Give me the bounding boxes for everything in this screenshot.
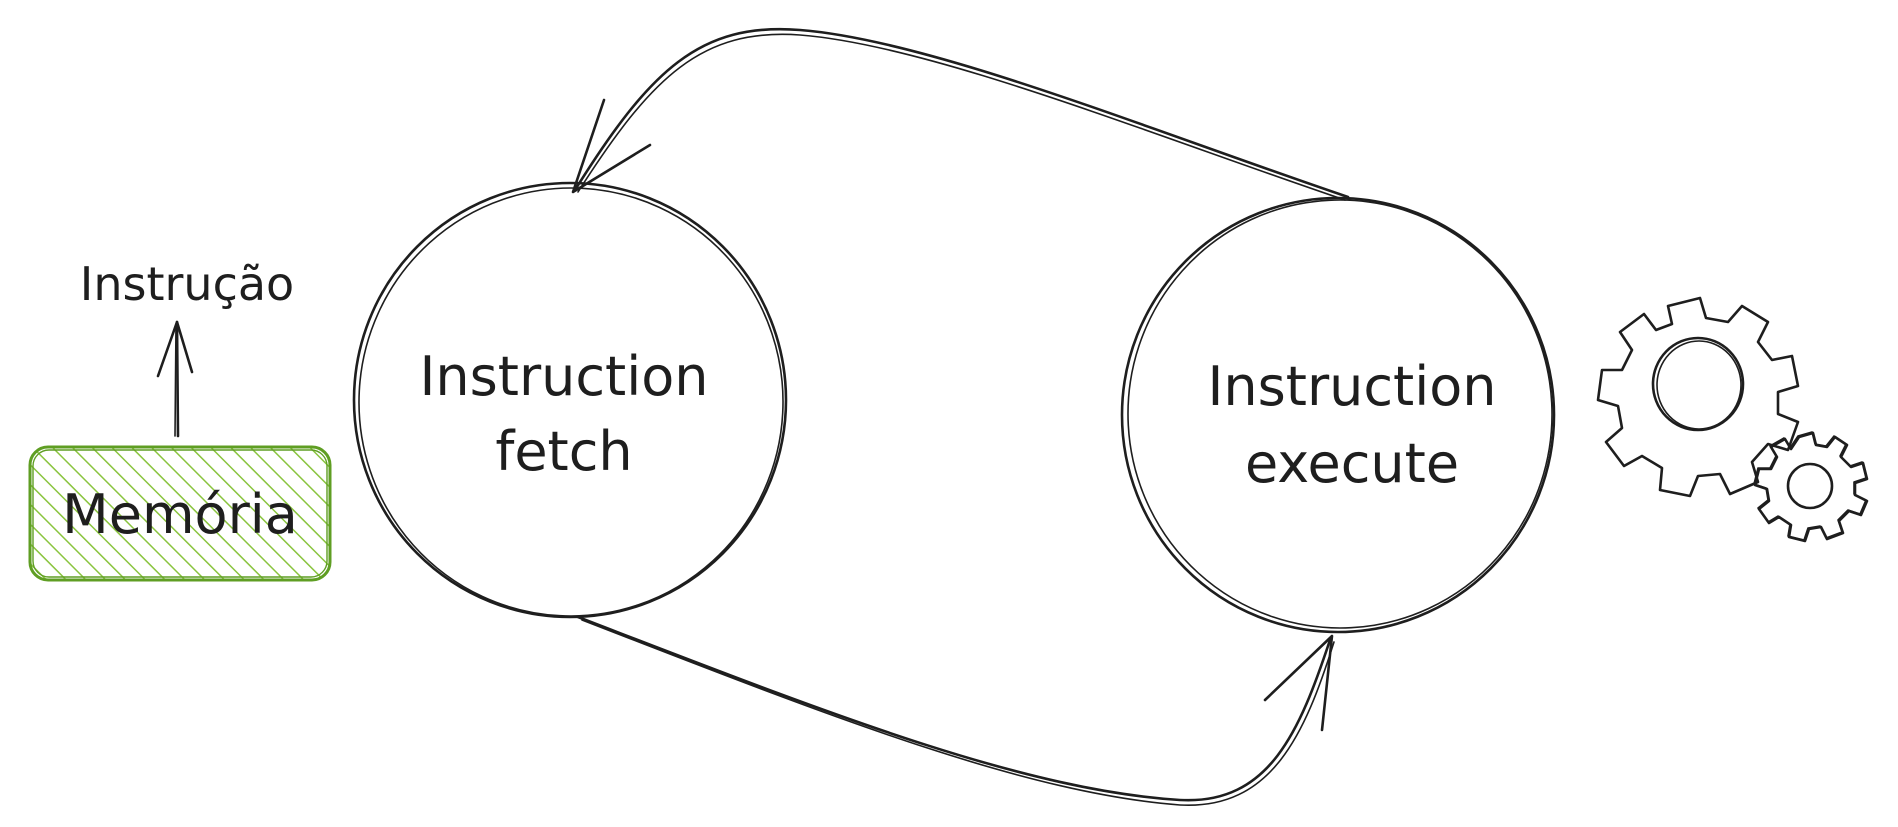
fetch-to-execute-arrow bbox=[576, 615, 1335, 806]
memory-up-arrow bbox=[156, 320, 194, 438]
memory-label: Memória bbox=[62, 483, 298, 546]
execute-circle: Instruction execute bbox=[1120, 196, 1556, 634]
execute-to-fetch-arrow bbox=[571, 27, 1350, 201]
fetch-line1: Instruction bbox=[419, 345, 708, 408]
memory-box: Memória bbox=[28, 445, 332, 582]
fetch-circle: Instruction fetch bbox=[352, 181, 788, 619]
execute-line1: Instruction bbox=[1207, 355, 1496, 418]
fetch-line2: fetch bbox=[495, 420, 632, 483]
instruction-label: Instrução bbox=[80, 257, 294, 311]
gears-icon bbox=[1596, 296, 1869, 543]
execute-line2: execute bbox=[1245, 432, 1459, 495]
